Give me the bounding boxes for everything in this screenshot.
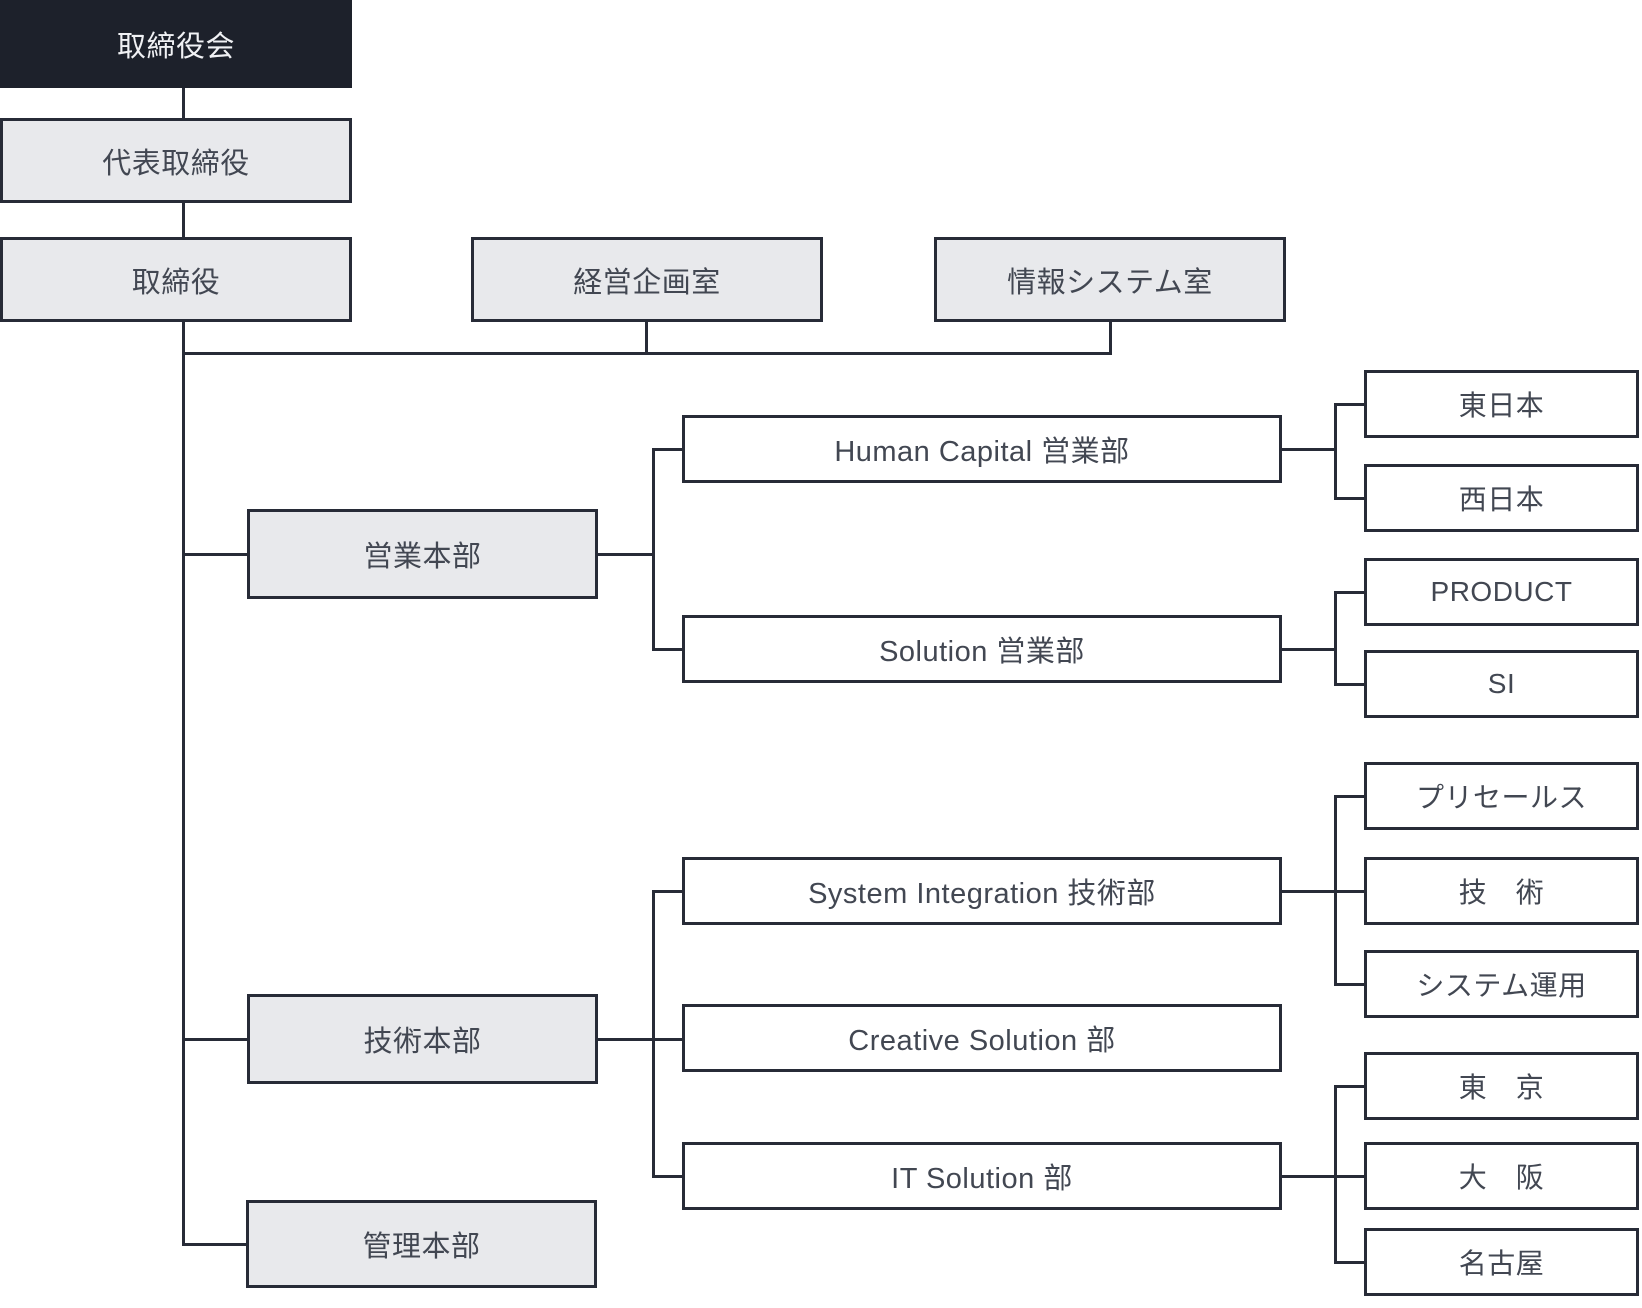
connector-line: [652, 648, 682, 651]
node-sales-division-label: 営業本部: [363, 541, 482, 573]
node-human-capital-sales-label: Human Capital 営業部: [834, 436, 1130, 468]
connector-line: [1334, 683, 1364, 686]
connector-line: [1334, 890, 1364, 893]
node-information-systems-label: 情報システム室: [1007, 266, 1213, 299]
node-tokyo: 東 京: [1364, 1052, 1639, 1120]
connector-line: [1334, 795, 1364, 798]
node-engineering-label: 技 術: [1458, 877, 1545, 908]
node-system-operation-label: システム運用: [1416, 970, 1587, 1001]
connector-line: [1334, 1085, 1364, 1088]
node-solution-sales-label: Solution 営業部: [879, 636, 1085, 668]
connector-line: [1334, 591, 1364, 594]
connector-line: [652, 448, 655, 651]
node-product: PRODUCT: [1364, 558, 1639, 626]
connector-line: [1334, 403, 1337, 500]
node-admin-division: 管理本部: [246, 1200, 597, 1288]
node-presales-label: プリセールス: [1415, 782, 1587, 813]
connector-line: [598, 553, 655, 556]
node-solution-sales: Solution 営業部: [682, 615, 1282, 683]
node-director-label: 取締役: [131, 266, 221, 299]
node-technology-division: 技術本部: [247, 994, 598, 1084]
connector-line: [1334, 591, 1337, 686]
node-it-solution-label: IT Solution 部: [891, 1163, 1073, 1195]
connector-line: [182, 203, 185, 237]
node-technology-division-label: 技術本部: [363, 1026, 482, 1058]
node-east-japan: 東日本: [1364, 370, 1639, 438]
node-si-label: SI: [1487, 668, 1516, 699]
node-admin-division-label: 管理本部: [362, 1231, 481, 1263]
node-human-capital-sales: Human Capital 営業部: [682, 415, 1282, 483]
connector-line: [598, 1038, 682, 1041]
node-director: 取締役: [0, 237, 352, 322]
connector-line: [1334, 1261, 1364, 1264]
node-product-label: PRODUCT: [1430, 576, 1573, 607]
node-nagoya: 名古屋: [1364, 1228, 1639, 1296]
connector-line: [1334, 983, 1364, 986]
connector-line: [1282, 890, 1337, 893]
node-corporate-planning: 経営企画室: [471, 237, 823, 322]
connector-line: [182, 322, 185, 1246]
node-osaka: 大 阪: [1364, 1142, 1639, 1210]
connector-line: [1282, 448, 1337, 451]
node-si: SI: [1364, 650, 1639, 718]
node-nagoya-label: 名古屋: [1458, 1248, 1545, 1279]
node-corporate-planning-label: 経営企画室: [573, 266, 721, 299]
connector-line: [652, 890, 655, 1178]
connector-line: [1282, 648, 1337, 651]
connector-line: [1334, 1085, 1337, 1264]
connector-line: [182, 88, 185, 118]
node-west-japan-label: 西日本: [1458, 484, 1545, 515]
connector-line: [182, 553, 247, 556]
connector-line: [182, 1243, 246, 1246]
connector-line: [1109, 322, 1112, 355]
connector-line: [1334, 403, 1364, 406]
connector-line: [645, 322, 648, 355]
connector-line: [182, 1038, 247, 1041]
connector-line: [652, 890, 682, 893]
node-sales-division: 営業本部: [247, 509, 598, 599]
connector-line: [1334, 497, 1364, 500]
node-board-label: 取締役会: [116, 31, 235, 63]
connector-line: [652, 448, 682, 451]
connector-line: [1334, 1175, 1364, 1178]
node-representative-director: 代表取締役: [0, 118, 352, 203]
node-system-integration-label: System Integration 技術部: [808, 878, 1156, 910]
node-system-integration: System Integration 技術部: [682, 857, 1282, 925]
node-it-solution: IT Solution 部: [682, 1142, 1282, 1210]
node-system-operation: システム運用: [1364, 950, 1639, 1018]
node-engineering: 技 術: [1364, 857, 1639, 925]
connector-line: [182, 352, 1112, 355]
node-tokyo-label: 東 京: [1458, 1072, 1545, 1103]
node-creative-solution: Creative Solution 部: [682, 1004, 1282, 1072]
node-board: 取締役会: [0, 0, 352, 88]
node-osaka-label: 大 阪: [1458, 1162, 1545, 1193]
connector-line: [1282, 1175, 1337, 1178]
node-information-systems: 情報システム室: [934, 237, 1286, 322]
node-creative-solution-label: Creative Solution 部: [848, 1025, 1116, 1057]
node-representative-director-label: 代表取締役: [102, 147, 250, 180]
connector-line: [652, 1175, 682, 1178]
node-west-japan: 西日本: [1364, 464, 1639, 532]
node-east-japan-label: 東日本: [1458, 390, 1545, 421]
node-presales: プリセールス: [1364, 762, 1639, 830]
